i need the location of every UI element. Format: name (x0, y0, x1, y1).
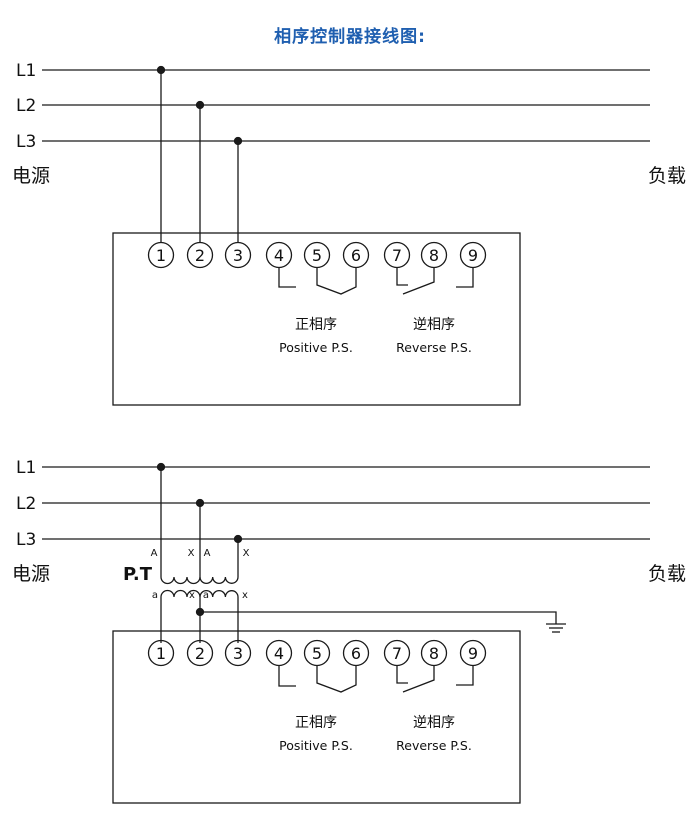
terminal-number: 1 (156, 246, 166, 265)
terminal-number: 4 (274, 644, 284, 663)
pt-primary-coil-1 (160, 576, 201, 585)
source-label: 电源 (12, 563, 50, 585)
terminal-1 (147, 639, 175, 667)
l2-label: L2 (16, 96, 36, 116)
terminal-number: 3 (233, 246, 243, 265)
contact-4 (278, 268, 296, 288)
terminal-1 (147, 241, 175, 269)
l3-label: L3 (16, 132, 36, 152)
contact-7-8 (396, 666, 408, 684)
pt-primary-a: A (151, 548, 158, 559)
terminal-6 (342, 241, 370, 269)
top-diagram (42, 65, 650, 406)
terminal-number: 8 (429, 644, 439, 663)
terminal-number: 5 (312, 644, 322, 663)
pt-primary-a: A (204, 548, 211, 559)
terminal-number: 7 (392, 246, 402, 265)
pt-secondary-x: x (242, 590, 248, 601)
pt-primary-x: X (243, 548, 250, 559)
diagram-title: 相序控制器接线图: (274, 27, 426, 47)
reverse-label-en: Reverse P.S. (396, 738, 472, 753)
terminal-9 (459, 241, 487, 269)
pt-primary-x: X (188, 548, 195, 559)
terminal-2 (186, 639, 214, 667)
reverse-label-cn: 逆相序 (413, 715, 455, 731)
ground-wire (200, 611, 557, 624)
pt-secondary-coil-1 (160, 589, 201, 598)
contact-8 (402, 666, 435, 693)
terminal-3 (224, 241, 252, 269)
terminal-number: 4 (274, 246, 284, 265)
terminal-number: 8 (429, 246, 439, 265)
pt-secondary-coil-2 (199, 590, 239, 598)
pt-label: P.T (123, 564, 153, 585)
contact-9 (456, 268, 474, 288)
terminal-6 (342, 639, 370, 667)
contact-4 (278, 666, 296, 687)
terminal-number: 9 (468, 644, 478, 663)
contact-8 (402, 268, 435, 295)
reverse-label-cn: 逆相序 (413, 317, 455, 333)
bottom-diagram (42, 462, 650, 804)
terminal-number: 6 (351, 246, 361, 265)
load-label: 负载 (648, 563, 686, 585)
positive-label-cn: 正相序 (295, 317, 337, 333)
junction-dot (233, 136, 243, 146)
pt-secondary-a: a (203, 590, 209, 601)
terminal-4 (265, 241, 293, 269)
junction-dot (195, 100, 205, 110)
pt-secondary-a: a (152, 590, 158, 601)
terminal-2 (186, 241, 214, 269)
junction-dot (156, 65, 166, 75)
terminal-5 (303, 241, 331, 269)
pt-primary-coil-2 (199, 576, 239, 584)
source-label: 电源 (12, 165, 50, 187)
l1-label: L1 (16, 61, 36, 81)
terminal-number: 5 (312, 246, 322, 265)
terminal-number: 2 (195, 644, 205, 663)
terminal-number: 2 (195, 246, 205, 265)
pt-secondary-x: x (189, 590, 195, 601)
controller-box (112, 630, 521, 804)
contact-9 (456, 666, 474, 686)
terminal-4 (265, 639, 293, 667)
terminal-number: 7 (392, 644, 402, 663)
terminal-8 (420, 639, 448, 667)
reverse-label-en: Reverse P.S. (396, 340, 472, 355)
contact-5-6 (316, 268, 357, 295)
terminal-9 (459, 639, 487, 667)
load-label: 负载 (648, 165, 686, 187)
terminal-number: 1 (156, 644, 166, 663)
l3-label: L3 (16, 530, 36, 550)
terminal-number: 9 (468, 246, 478, 265)
positive-label-en: Positive P.S. (279, 738, 353, 753)
l2-label: L2 (16, 494, 36, 514)
terminal-number: 6 (351, 644, 361, 663)
terminal-3 (224, 639, 252, 667)
positive-label-en: Positive P.S. (279, 340, 353, 355)
terminal-8 (420, 241, 448, 269)
terminal-7 (383, 241, 411, 269)
ground-icon (546, 623, 566, 633)
positive-label-cn: 正相序 (295, 715, 337, 731)
contact-7-8 (396, 268, 408, 286)
l1-label: L1 (16, 458, 36, 478)
terminal-number: 3 (233, 644, 243, 663)
controller-box (112, 232, 521, 406)
terminal-7 (383, 639, 411, 667)
terminal-5 (303, 639, 331, 667)
contact-5-6 (316, 666, 357, 693)
